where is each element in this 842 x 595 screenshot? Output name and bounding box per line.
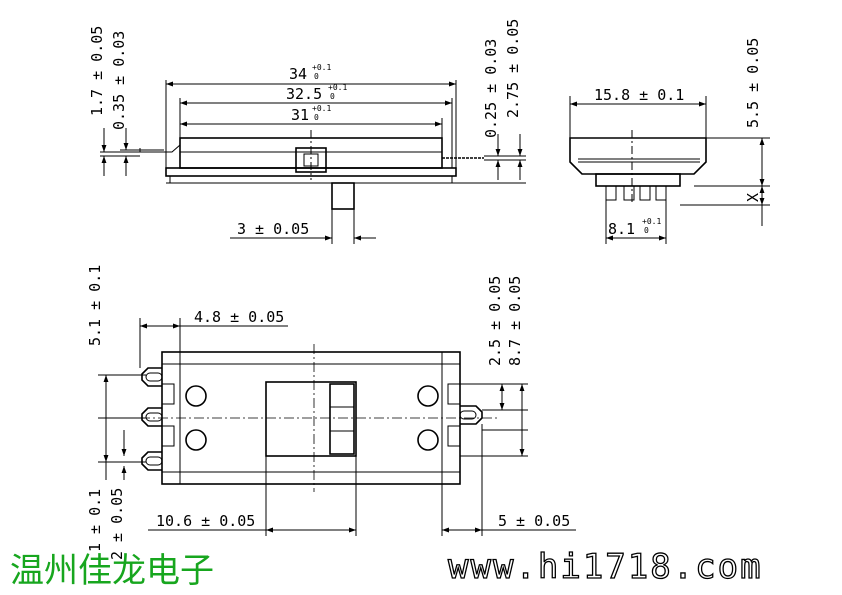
dim-10-6-label: 10.6 ± 0.05 xyxy=(156,512,255,530)
front-view-stem xyxy=(331,182,355,210)
dim-5-5-label: 5.5 ± 0.05 xyxy=(744,38,762,128)
mount-hole-top-right xyxy=(417,385,439,407)
dim-8-1-tol-lo: 0 xyxy=(644,226,649,235)
dim-32-5-label: 32.5 xyxy=(286,85,322,103)
dim-bottom-a-label: 1 ± 0.1 xyxy=(86,489,104,552)
dim-2-75-label: 2.75 ± 0.05 xyxy=(504,19,522,118)
dim-34-label: 34 xyxy=(289,65,307,83)
mount-hole-bottom-right xyxy=(417,429,439,451)
mount-hole-bottom-left xyxy=(185,429,207,451)
dim-5-1-label: 5.1 ± 0.1 xyxy=(86,265,104,346)
front-view: 34 +0.1 0 32.5 +0.1 0 31 +0.1 0 1.7 ± 0.… xyxy=(88,19,526,244)
right-terminal xyxy=(459,405,483,425)
dim-5-label: 5 ± 0.05 xyxy=(498,512,570,530)
dim-34-tol-up: +0.1 xyxy=(312,63,331,72)
left-terminals xyxy=(141,367,163,471)
dim-x-label: X xyxy=(744,193,762,202)
side-view-base xyxy=(595,173,681,187)
side-view: 15.8 ± 0.1 5.5 ± 0.05 X 8.1 +0.1 0 xyxy=(569,38,770,244)
site-watermark: www.hi1718.com xyxy=(448,547,763,587)
dim-32-5-tol-up: +0.1 xyxy=(328,83,347,92)
slider-knob xyxy=(329,383,355,455)
dim-4-8-label: 4.8 ± 0.05 xyxy=(194,308,284,326)
mount-hole-top-left xyxy=(185,385,207,407)
company-watermark: 温州佳龙电子 xyxy=(10,551,214,591)
dim-32-5-tol-lo: 0 xyxy=(330,92,335,101)
dim-0-25-label: 0.25 ± 0.03 xyxy=(482,39,500,138)
dim-1-7-label: 1.7 ± 0.05 xyxy=(88,26,106,116)
dim-31-tol-lo: 0 xyxy=(314,113,319,122)
dim-31-label: 31 xyxy=(291,106,309,124)
dim-31-tol-up: +0.1 xyxy=(312,104,331,113)
dim-34-tol-lo: 0 xyxy=(314,72,319,81)
dim-bottom-b-label: 2 ± 0.05 xyxy=(108,488,126,560)
plan-view: 5.1 ± 0.1 1 ± 0.1 2 ± 0.05 4.8 ± 0.05 2.… xyxy=(86,265,576,560)
dim-15-8-label: 15.8 ± 0.1 xyxy=(594,86,684,104)
dim-0-35-label: 0.35 ± 0.03 xyxy=(110,31,128,130)
dim-2-5-label: 2.5 ± 0.05 xyxy=(486,276,504,366)
dim-3-label: 3 ± 0.05 xyxy=(237,220,309,238)
dim-8-1-label: 8.1 xyxy=(608,220,635,238)
side-view-body xyxy=(569,137,707,175)
dim-8-1-tol-up: +0.1 xyxy=(642,217,661,226)
slider-window xyxy=(265,381,357,457)
dim-8-7-label: 8.7 ± 0.05 xyxy=(506,276,524,366)
